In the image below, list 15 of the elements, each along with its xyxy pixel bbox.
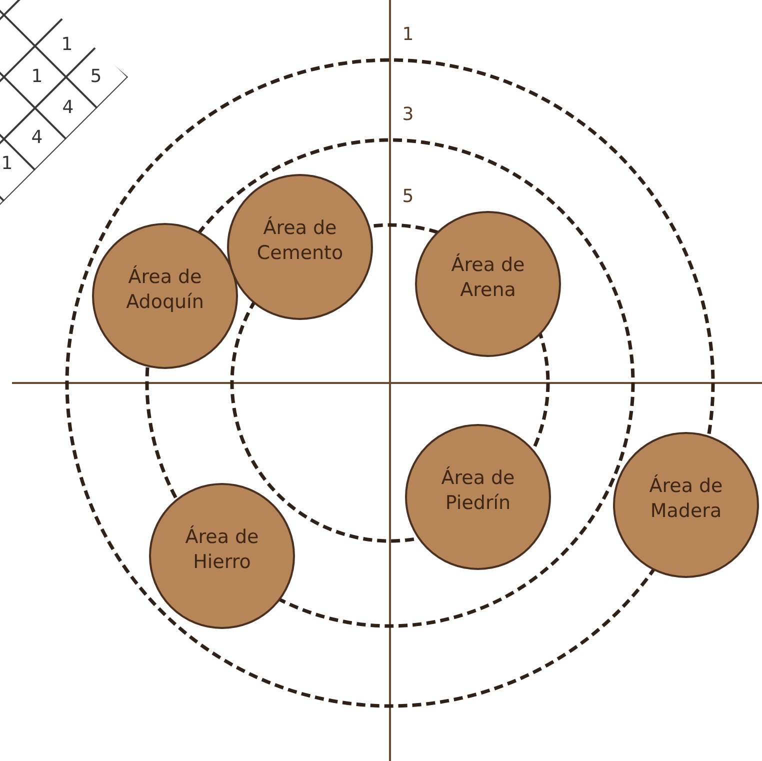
grid-number: 1 [1, 155, 13, 173]
grid-number: 4 [62, 99, 74, 117]
grid-number: 1 [31, 68, 43, 86]
area-label: Área de Madera [648, 474, 724, 524]
area-label: Área de Hierro [184, 525, 260, 575]
grid-number: 1 [61, 36, 73, 54]
grid-number: 4 [31, 129, 43, 147]
ring-number: 1 [402, 26, 414, 44]
ring-number: 3 [402, 106, 414, 124]
area-label: Área de Arena [450, 253, 526, 303]
ring-number: 5 [402, 188, 414, 206]
area-label: Área de Cemento [256, 216, 344, 266]
area-label: Área de Adoquín [125, 265, 205, 315]
area-label: Área de Piedrín [440, 466, 516, 516]
grid-number: 5 [90, 68, 102, 86]
